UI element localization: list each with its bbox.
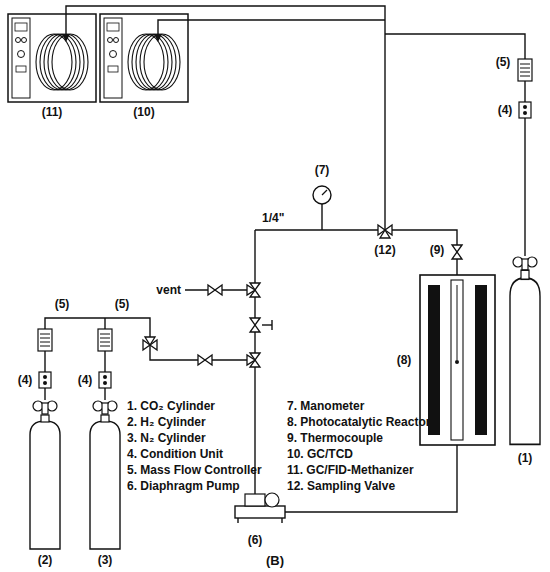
callout-number: (2) [38, 553, 53, 567]
legend-entry: 12. Sampling Valve [287, 479, 395, 493]
callout-number: (4) [498, 103, 513, 117]
legend-entry: 6. Diaphragm Pump [127, 479, 240, 493]
legend-entry: 8. Photocatalytic Reactor [287, 415, 430, 429]
callout-number: (6) [248, 533, 263, 547]
legend-entry: 11. GC/FID-Methanizer [287, 463, 414, 477]
callout-number: (10) [133, 105, 154, 119]
callout-number: (1) [518, 451, 533, 465]
callout-number: (5) [115, 297, 130, 311]
legend-entry: 1. CO₂ Cylinder [127, 399, 215, 413]
callout-number: (12) [374, 243, 395, 257]
legend-entry: 4. Condition Unit [127, 447, 223, 461]
figure-caption: (B) [266, 554, 284, 568]
legend-entry: 7. Manometer [287, 399, 364, 413]
callout-number: (5) [496, 55, 511, 69]
callout-number: (9) [430, 243, 445, 257]
legend-entry: 10. GC/TCD [287, 447, 353, 461]
legend-entry: 3. N₂ Cylinder [127, 431, 206, 445]
callout-number: (8) [397, 353, 412, 367]
callout-number: (4) [78, 373, 93, 387]
callout-number: (5) [55, 297, 70, 311]
legend-entry: 9. Thermocouple [287, 431, 383, 445]
callout-number: (11) [42, 105, 63, 119]
annotation: 1/4" [262, 211, 284, 225]
legend-entry: 2. H₂ Cylinder [127, 415, 206, 429]
callout-number: (4) [18, 373, 33, 387]
legend-entry: 5. Mass Flow Controller [127, 463, 262, 477]
callout-number: (3) [98, 553, 113, 567]
annotation: vent [156, 283, 181, 297]
callout-number: (7) [315, 163, 330, 177]
